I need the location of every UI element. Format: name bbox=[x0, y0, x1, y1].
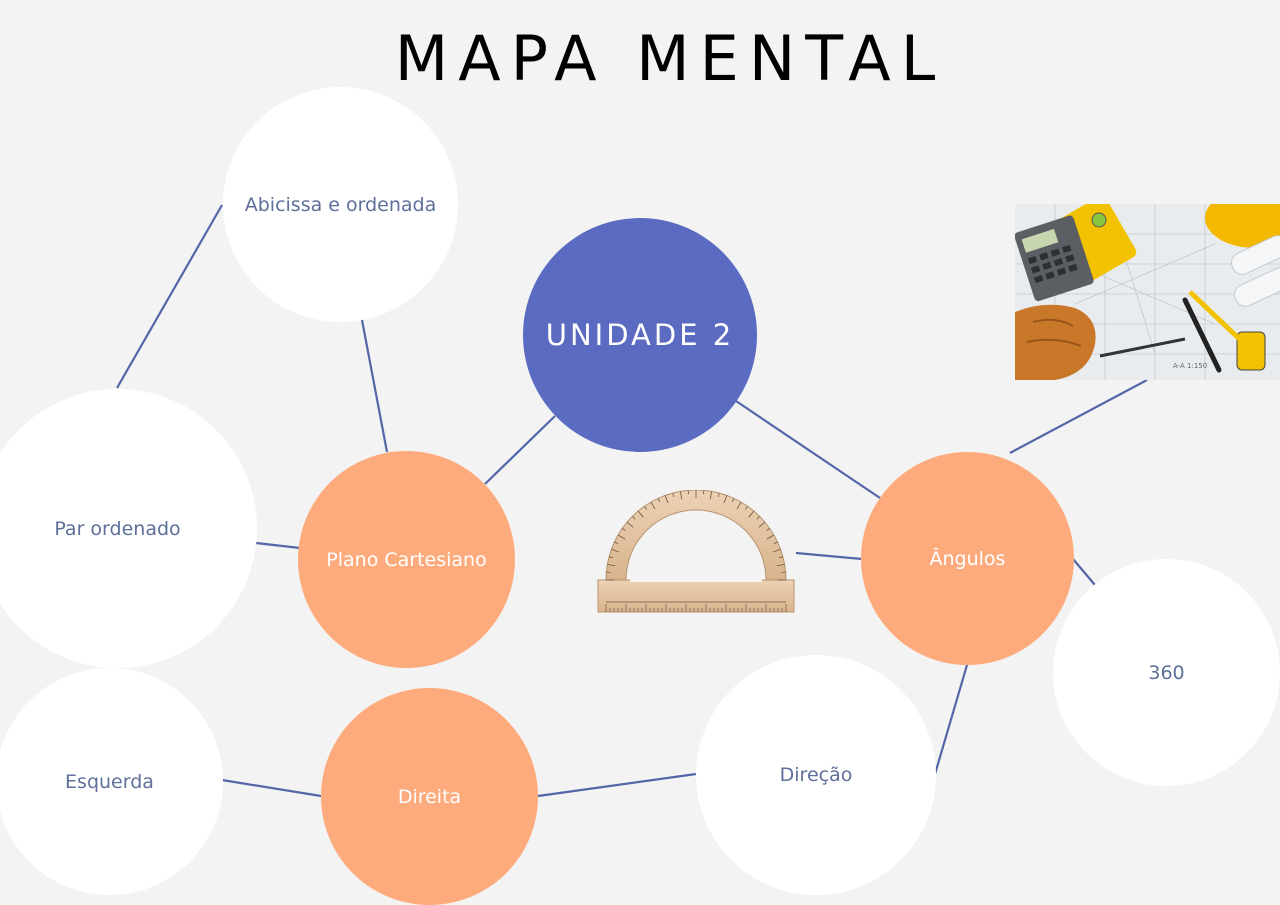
protractor-tick bbox=[679, 491, 683, 500]
protractor-tick bbox=[664, 495, 669, 504]
connector-abicissa-plano bbox=[360, 319, 389, 453]
protractor-tick bbox=[723, 495, 728, 504]
node-angulos-label: Ângulos bbox=[929, 547, 1006, 570]
connector-par-plano bbox=[255, 541, 301, 550]
protractor-tick bbox=[776, 563, 785, 567]
protractor-tick bbox=[657, 498, 661, 503]
node-direita: Direita bbox=[321, 688, 538, 905]
node-abicissa: Abicissa e ordenada bbox=[223, 87, 458, 322]
node-direcao: Direção bbox=[696, 655, 936, 895]
protractor-tick bbox=[672, 492, 675, 498]
protractor-tick bbox=[744, 506, 748, 510]
node-center: UNIDADE 2 bbox=[523, 218, 757, 452]
tools-scale-label: A-A 1:150 bbox=[1173, 362, 1207, 370]
protractor-icon bbox=[597, 490, 795, 613]
node-center-label: UNIDADE 2 bbox=[545, 318, 735, 352]
node-plano-label: Plano Cartesiano bbox=[326, 548, 487, 571]
protractor-tick bbox=[709, 491, 713, 500]
connector-angulos-360 bbox=[1072, 558, 1096, 586]
node-par-label: Par ordenado bbox=[54, 517, 181, 540]
protractor-tick bbox=[637, 510, 644, 518]
connector-direcao-direita bbox=[537, 772, 697, 798]
protractor-tick bbox=[766, 528, 770, 532]
protractor-tick bbox=[611, 548, 620, 553]
protractor-tick bbox=[756, 516, 760, 520]
protractor-tick bbox=[632, 516, 636, 520]
protractor-tick bbox=[650, 501, 656, 510]
node-par-ordenado: Par ordenado bbox=[0, 389, 257, 668]
protractor-tick bbox=[731, 498, 735, 503]
node-angulos: Ângulos bbox=[861, 452, 1074, 665]
page-title: MAPA MENTAL bbox=[394, 22, 946, 95]
protractor-tick bbox=[766, 534, 775, 540]
protractor-tick bbox=[758, 521, 766, 528]
node-360-label: 360 bbox=[1148, 661, 1185, 684]
connector-angulos-direcao bbox=[933, 664, 969, 775]
protractor-tick bbox=[736, 501, 742, 510]
connector-plano-center bbox=[484, 415, 556, 485]
protractor-tick bbox=[607, 563, 616, 567]
protractor-tick bbox=[626, 521, 634, 528]
protractor-tick bbox=[773, 541, 778, 545]
protractor-tick bbox=[717, 492, 720, 498]
connector-esquerda-direita bbox=[221, 778, 322, 798]
connector-center-angulos bbox=[735, 400, 881, 499]
connector-par-abicissa bbox=[116, 204, 223, 389]
node-plano-cartesiano: Plano Cartesiano bbox=[298, 451, 515, 668]
node-360: 360 bbox=[1053, 559, 1280, 786]
protractor-tick bbox=[614, 541, 619, 545]
node-esquerda: Esquerda bbox=[0, 668, 223, 895]
protractor-tick bbox=[748, 510, 755, 518]
connector-angulos-tools bbox=[1009, 379, 1148, 454]
protractor-tick bbox=[778, 556, 784, 559]
node-direita-label: Direita bbox=[397, 785, 462, 808]
node-esquerda-label: Esquerda bbox=[65, 770, 154, 793]
protractor-tick bbox=[608, 556, 614, 559]
node-direcao-label: Direção bbox=[779, 764, 853, 786]
connector-protractor-angulos bbox=[795, 551, 863, 561]
engineering-tools-photo: A-A 1:150 bbox=[1015, 204, 1280, 380]
node-abicissa-label: Abicissa e ordenada bbox=[244, 193, 437, 216]
protractor-tick bbox=[622, 528, 626, 532]
protractor-tick bbox=[644, 506, 648, 510]
protractor-tick bbox=[772, 548, 781, 553]
protractor-tick bbox=[617, 534, 626, 540]
